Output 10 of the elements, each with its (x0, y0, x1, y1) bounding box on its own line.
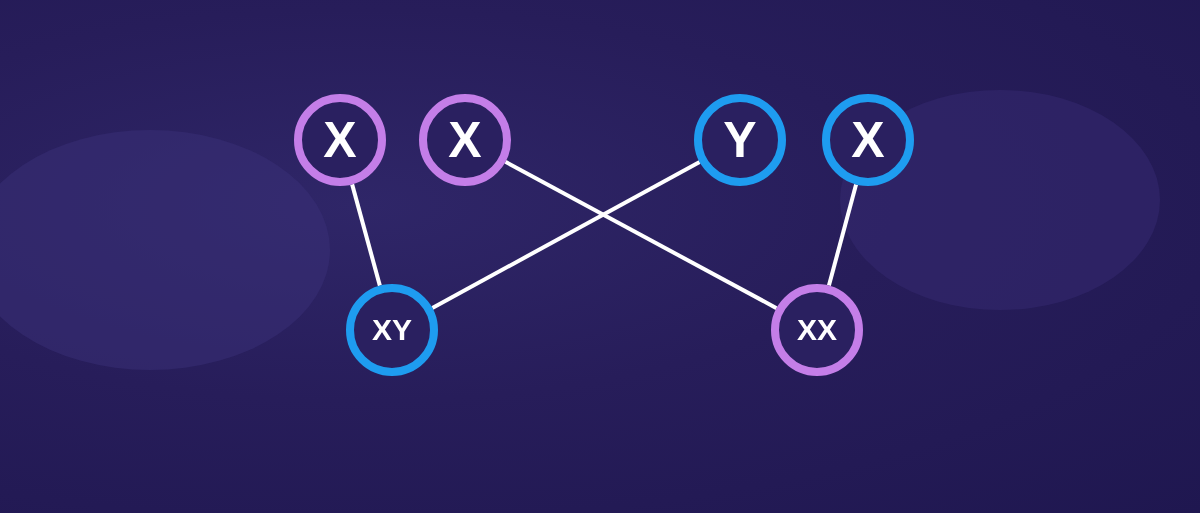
node-label: X (323, 115, 357, 165)
node-label: X (851, 115, 885, 165)
node-label: Y (723, 115, 757, 165)
node-label: XY (372, 315, 412, 345)
connector-line (504, 160, 778, 310)
connector-line (431, 160, 701, 310)
node-label: X (448, 115, 482, 165)
connector-line (350, 183, 382, 287)
connector-line (827, 183, 858, 287)
node-label: XX (797, 315, 837, 345)
